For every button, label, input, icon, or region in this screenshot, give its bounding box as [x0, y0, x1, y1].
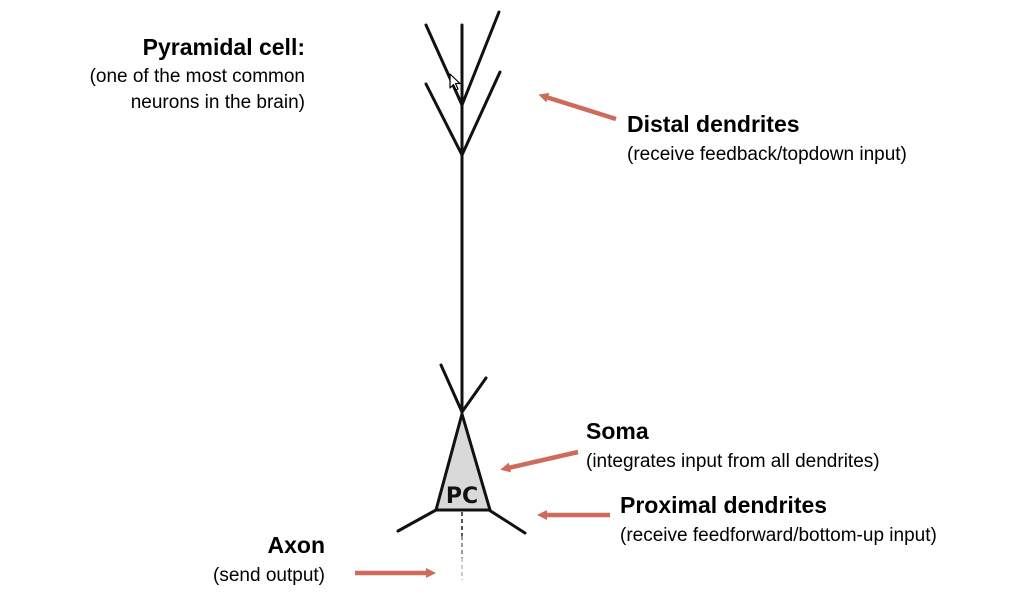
axon-title: Axon	[268, 532, 326, 558]
near-soma-branch	[460, 376, 488, 414]
neuron	[396, 10, 527, 535]
distal-branch	[460, 70, 502, 157]
mouse-pointer-icon	[449, 73, 461, 91]
distal-desc: (receive feedback/topdown input)	[627, 144, 907, 165]
soma-arrow	[500, 449, 579, 473]
pyramidal-desc-line2: neurons in the brain)	[131, 92, 305, 113]
pyramidal-title: Pyramidal cell:	[143, 34, 305, 60]
proximal-title: Proximal dendrites	[620, 492, 827, 518]
distal-branch	[424, 82, 464, 157]
proximal-dendrite	[396, 508, 438, 533]
proximal-dendrite	[487, 508, 527, 535]
distal-branch	[460, 10, 501, 107]
distal-title: Distal dendrites	[627, 111, 800, 137]
soma-desc: (integrates input from all dendrites)	[586, 451, 880, 472]
soma-shape	[434, 412, 492, 512]
soma-title: Soma	[586, 418, 649, 444]
distal-arrow	[538, 92, 617, 122]
distal-branch	[424, 23, 464, 107]
proximal-desc: (receive feedforward/bottom-up input)	[620, 525, 937, 546]
axon-desc: (send output)	[213, 565, 325, 586]
near-soma-branch	[439, 363, 464, 414]
soma-label: PC	[446, 484, 478, 509]
pyramidal-desc-line1: (one of the most common	[90, 66, 305, 87]
